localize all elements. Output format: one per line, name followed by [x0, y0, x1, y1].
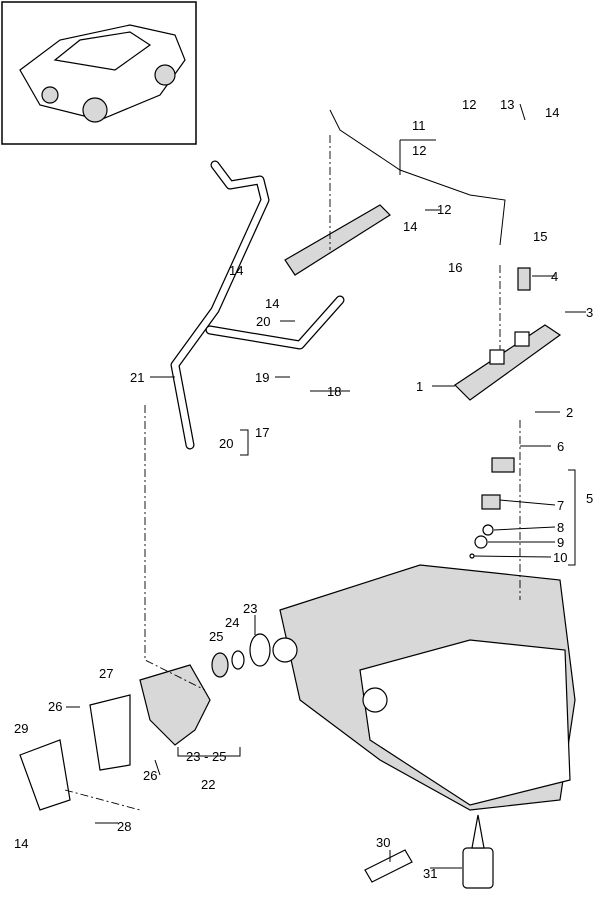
callout-23-25: 23 - 25	[186, 749, 226, 764]
callout-19: 19	[255, 370, 269, 385]
callout-25: 25	[209, 629, 223, 644]
sealant-bottle	[462, 814, 494, 889]
fuel-rail-left	[284, 109, 506, 276]
callout-14: 14	[403, 219, 417, 234]
callout-23: 23	[243, 601, 257, 616]
callout-9: 9	[557, 535, 564, 550]
fuel-hose	[170, 160, 345, 450]
coolant-housing	[19, 633, 271, 811]
callout-28: 28	[117, 819, 131, 834]
callout-20: 20	[219, 436, 233, 451]
callout-14: 14	[14, 836, 28, 851]
callout-12: 12	[412, 143, 426, 158]
callout-12: 12	[437, 202, 451, 217]
callout-13: 13	[500, 97, 514, 112]
callout-5: 5	[586, 491, 593, 506]
pressure-sensor	[517, 267, 531, 291]
callout-15: 15	[533, 229, 547, 244]
callout-30: 30	[376, 835, 390, 850]
callout-14: 14	[265, 296, 279, 311]
callout-26: 26	[143, 768, 157, 783]
vehicle-thumbnail	[1, 1, 197, 145]
fuel-rail-right[interactable]	[454, 324, 562, 401]
callout-3: 3	[586, 305, 593, 320]
injector-seal	[481, 494, 501, 510]
callout-20: 20	[256, 314, 270, 329]
callout-8: 8	[557, 520, 564, 535]
callout-11: 11	[412, 118, 426, 133]
callout-12: 12	[462, 97, 476, 112]
sealant-tube	[364, 849, 413, 883]
callout-14: 14	[229, 263, 243, 278]
callout-31: 31	[423, 866, 437, 881]
injector	[491, 457, 515, 473]
callout-labels: 11 12 12 13 14 12 14 15 16 14 4 14 20 3 …	[14, 97, 593, 881]
callout-16: 16	[448, 260, 462, 275]
callout-26: 26	[48, 699, 62, 714]
callout-27: 27	[99, 666, 113, 681]
callout-22: 22	[201, 777, 215, 792]
callout-24: 24	[225, 615, 239, 630]
callout-10: 10	[553, 550, 567, 565]
engine-block	[272, 564, 576, 811]
callout-6: 6	[557, 439, 564, 454]
callout-29: 29	[14, 721, 28, 736]
callout-2: 2	[566, 405, 573, 420]
callout-17: 17	[255, 425, 269, 440]
callout-21: 21	[130, 370, 144, 385]
callout-1: 1	[416, 379, 423, 394]
callout-7: 7	[557, 498, 564, 513]
callout-14: 14	[545, 105, 559, 120]
